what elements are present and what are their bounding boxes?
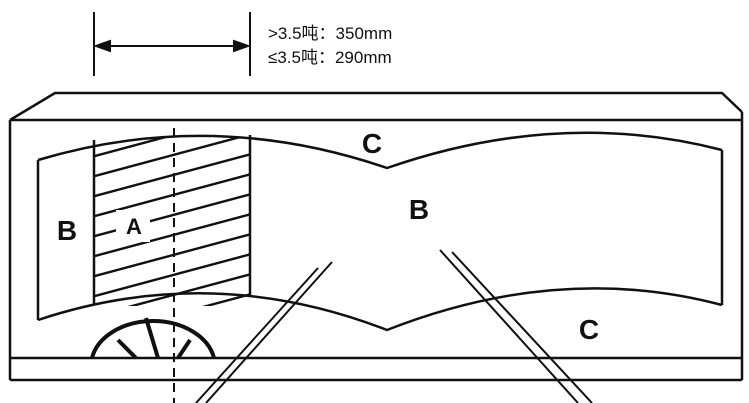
zone-label-c-top: C <box>362 128 382 159</box>
wiper-arm-left-b <box>205 261 333 403</box>
dimension-arrow-right <box>233 39 251 53</box>
frame-top-bevel <box>9 91 743 122</box>
wiper-arm-right-b <box>451 251 593 403</box>
zone-a-label-backdrop <box>116 210 150 242</box>
wiped-area-bottom-curve <box>37 287 723 332</box>
dimension-text-up-to-3-5t: ≤3.5吨：290mm <box>268 48 392 67</box>
wiper-arm-left-a <box>195 267 319 403</box>
wiped-area-top-curve <box>37 131 723 170</box>
zone-label-b-center: B <box>409 194 429 225</box>
wiped-area-outline <box>36 131 724 332</box>
steering-wheel-icon <box>90 317 216 360</box>
dimension-marker <box>93 12 251 76</box>
zone-label-c-bottom: C <box>579 314 599 345</box>
zone-label-a: A <box>126 214 142 239</box>
windshield-frame <box>8 91 744 382</box>
zone-a <box>92 135 252 306</box>
dimension-text-over-3-5t: >3.5吨：350mm <box>268 24 393 43</box>
zone-label-b-left: B <box>57 215 77 246</box>
dimension-arrow-left <box>93 39 111 53</box>
wiper-arm-right-a <box>439 249 579 403</box>
wiper-arms <box>195 249 593 403</box>
